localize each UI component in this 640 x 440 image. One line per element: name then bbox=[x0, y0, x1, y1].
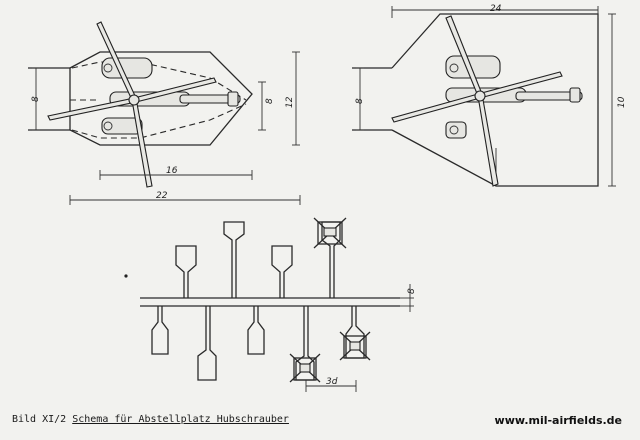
figure-title: Schema für Abstellplatz Hubschrauber bbox=[72, 414, 289, 425]
dim-left-inner-height: 8 bbox=[265, 98, 275, 104]
helipad-marker-top bbox=[313, 217, 347, 249]
helipad-marker-bottom bbox=[289, 353, 321, 383]
comb-dimensions: 8 3d bbox=[305, 284, 417, 392]
left-dimensions: 8 8 12 16 22 bbox=[31, 51, 301, 205]
dim-pad-spacing: 8 bbox=[407, 288, 417, 294]
right-helicopter bbox=[391, 15, 583, 187]
helipad-marker-bottom-right bbox=[339, 331, 371, 361]
comb-layout bbox=[124, 217, 400, 383]
dim-left-outer-length: 22 bbox=[156, 191, 168, 201]
dim-right-inlet-width: 8 bbox=[355, 98, 365, 104]
dim-left-width: 8 bbox=[31, 96, 41, 102]
dim-pad-offset: 3d bbox=[326, 377, 338, 387]
left-helicopter bbox=[47, 21, 241, 188]
watermark: www.mil-airfields.de bbox=[494, 414, 622, 427]
figure-label: Bild XI/2 bbox=[12, 414, 67, 425]
dim-right-total-length: 24 bbox=[490, 4, 502, 14]
right-dimensions: 24 8 10 bbox=[355, 4, 627, 187]
dim-left-inner-length: 16 bbox=[166, 166, 178, 176]
figure-caption: Bild XI/2 Schema für Abstellplatz Hubsch… bbox=[12, 414, 289, 425]
dim-left-outer-height: 12 bbox=[285, 96, 295, 108]
dim-right-height: 10 bbox=[617, 96, 627, 108]
